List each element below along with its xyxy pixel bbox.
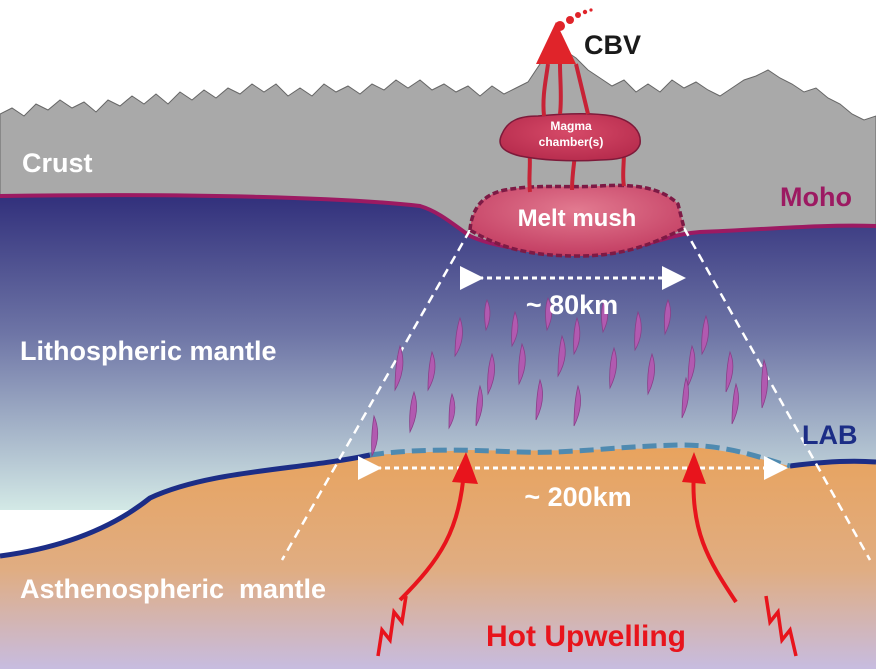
lab-line-right: [789, 458, 876, 469]
magma-conduits-upper: [541, 63, 590, 117]
upwelling-zigzag-right: [764, 595, 798, 657]
crust-label: Crust: [22, 148, 93, 178]
asthenospheric-mantle-label: Asthenospheric mantle: [20, 574, 326, 604]
lithospheric-mantle-label: Lithospheric mantle: [20, 336, 277, 366]
volcano-icon: [536, 22, 576, 64]
lab-line: [0, 452, 371, 559]
upwelling-arrowhead-right: [682, 452, 706, 484]
melt-zone-boundary-right: [682, 227, 872, 561]
magma-chamber: [499, 112, 641, 162]
melt-mush-label: Melt mush: [518, 205, 637, 232]
width-bottom-label: ~ 200km: [524, 482, 631, 512]
melt-zone-boundary-left: [280, 229, 472, 561]
hot-upwelling-label: Hot Upwelling: [486, 620, 686, 653]
magma-chamber-label-line1: Magma: [550, 119, 592, 133]
lab-melt-boundary: [369, 442, 791, 469]
upwelling-zigzag-left: [376, 595, 408, 657]
upwelling-arrows: [398, 469, 738, 604]
upwelling-arrowhead-left: [452, 452, 478, 484]
moho-label: Moho: [780, 182, 852, 212]
magma-chamber-label-line2: chamber(s): [539, 135, 604, 149]
eruption-plume: [555, 8, 593, 31]
melt-streaks: [371, 296, 768, 458]
width-top-label: ~ 80km: [526, 290, 618, 320]
volcano-label: CBV: [584, 30, 641, 60]
melt-mush-body: [468, 183, 687, 258]
lab-label: LAB: [802, 420, 858, 450]
